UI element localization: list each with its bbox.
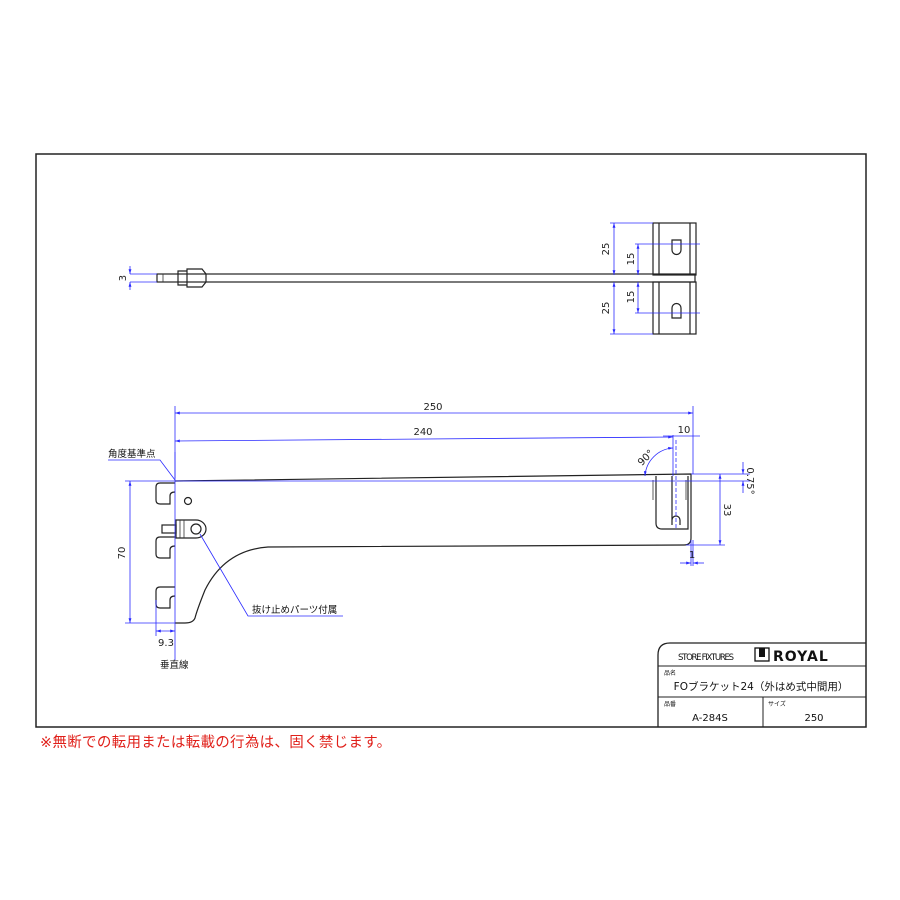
dim-upper-plate-text: 25 [601, 243, 612, 256]
dim-lower-slot-text: 15 [626, 291, 637, 304]
side-view: 250 240 10 90° 0.75° 33 1 70 9.3 角度基準点 抜… [108, 402, 755, 671]
label-stopper-part: 抜け止めパーツ付属 [252, 604, 337, 616]
copyright-notice: ※無断での転用または転載の行為は、固く禁じます。 [40, 735, 392, 751]
dim-tilt-text: 0.75° [744, 467, 755, 494]
title-block: STORE FIXTURES ROYAL 品名 FOブラケット24（外はめ式中間… [657, 642, 866, 727]
size-value: 250 [804, 713, 823, 724]
dim-thickness-text: 1 [689, 550, 695, 561]
label-angle-reference: 角度基準点 [108, 448, 156, 460]
part-number-label: 品番 [664, 701, 676, 708]
product-name-label: 品名 [664, 669, 676, 677]
dim-height-right-text: 33 [721, 504, 732, 517]
top-view: 3 25 15 15 25 [118, 222, 700, 335]
dim-offset-text: 10 [678, 425, 691, 436]
dim-inner-text: 240 [413, 427, 432, 438]
royal-logo: ROYAL [754, 647, 829, 665]
label-vertical-line: 垂直線 [160, 659, 189, 671]
dim-upper-slot-text: 15 [626, 253, 637, 266]
dim-hook-text: 9.3 [158, 638, 174, 649]
stopper-part-top [177, 268, 207, 288]
dim-height-left-text: 70 [117, 547, 128, 560]
dim-rod-text: 3 [118, 275, 129, 281]
stopper-part [161, 519, 207, 539]
dim-angle-text: 90° [636, 448, 656, 468]
svg-text:ROYAL: ROYAL [773, 649, 829, 665]
size-label: サイズ [768, 700, 786, 708]
category-text: STORE FIXTURES [678, 653, 734, 663]
dim-lower-plate-text: 25 [601, 302, 612, 315]
product-name: FOブラケット24（外はめ式中間用） [674, 680, 849, 693]
part-number: A-284S [692, 713, 728, 724]
bracket-outline [174, 473, 692, 624]
drawing-frame [35, 153, 867, 728]
dim-overall-text: 250 [423, 402, 442, 413]
